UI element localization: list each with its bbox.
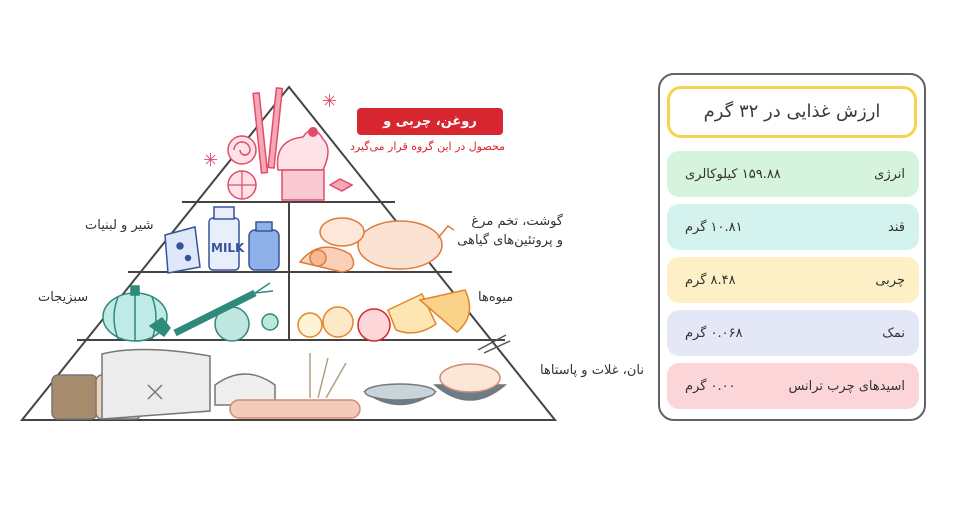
nutrition-row-fat: چربی ۸.۴۸ گرم	[667, 257, 919, 303]
nutrient-name: نمک	[882, 325, 905, 341]
nutrient-name: انرژی	[874, 166, 905, 182]
svg-text:✳: ✳	[322, 91, 337, 112]
dairy-label: شیر و لبنیات	[85, 218, 154, 233]
grains-icon	[51, 334, 511, 420]
meat-label: گوشت، تخم مرغ و پروتئین‌های گیاهی	[448, 212, 563, 250]
nutrient-value: ۸.۴۸ گرم	[685, 272, 736, 288]
nutrient-value: ۰.۰۶۸ گرم	[685, 325, 743, 341]
fruit-icon	[297, 289, 471, 342]
fats-sweets-note: محصول در این گروه قرار می‌گیرد	[349, 140, 505, 153]
nutrition-row-trans-fat: اسیدهای چرب ترانس ۰.۰۰ گرم	[667, 363, 919, 409]
meat-label-line2: و پروتئین‌های گیاهی	[457, 233, 563, 248]
vegetables-label: سبزیجات	[38, 290, 89, 305]
sweets-icon: ✳ ✳	[203, 87, 354, 201]
nutrient-name: اسیدهای چرب ترانس	[788, 378, 905, 394]
svg-text:✳: ✳	[203, 150, 218, 171]
nutrient-name: قند	[888, 219, 905, 235]
nutrition-title: ارزش غذایی در ۳۲ گرم	[667, 86, 917, 138]
nutrition-row-salt: نمک ۰.۰۶۸ گرم	[667, 310, 919, 356]
meat-label-line1: گوشت، تخم مرغ	[471, 214, 563, 229]
nutrition-row-sugar: قند ۱۰.۸۱ گرم	[667, 204, 919, 250]
nutrient-name: چربی	[875, 272, 905, 288]
meat-icon	[298, 217, 455, 273]
svg-text:MILK: MILK	[211, 241, 245, 255]
grains-label: نان، غلات و پاستاها	[540, 363, 644, 378]
fruits-label: میوه‌ها	[478, 290, 514, 305]
nutrient-value: ۱۰.۸۱ گرم	[685, 219, 743, 235]
nutrition-panel: ارزش غذایی در ۳۲ گرم انرژی ۱۵۹.۸۸ کیلوکا…	[658, 73, 926, 421]
fats-sweets-badge: روغن، چربی و شیرینی	[357, 108, 503, 156]
food-pyramid-illustration: ✳ ✳ MILK	[19, 85, 558, 421]
nutrition-row-energy: انرژی ۱۵۹.۸۸ کیلوکالری	[667, 151, 919, 197]
dairy-icon: MILK	[164, 206, 280, 274]
vegetables-icon	[102, 282, 279, 342]
nutrient-value: ۱۵۹.۸۸ کیلوکالری	[685, 166, 781, 182]
nutrient-value: ۰.۰۰ گرم	[685, 378, 736, 394]
